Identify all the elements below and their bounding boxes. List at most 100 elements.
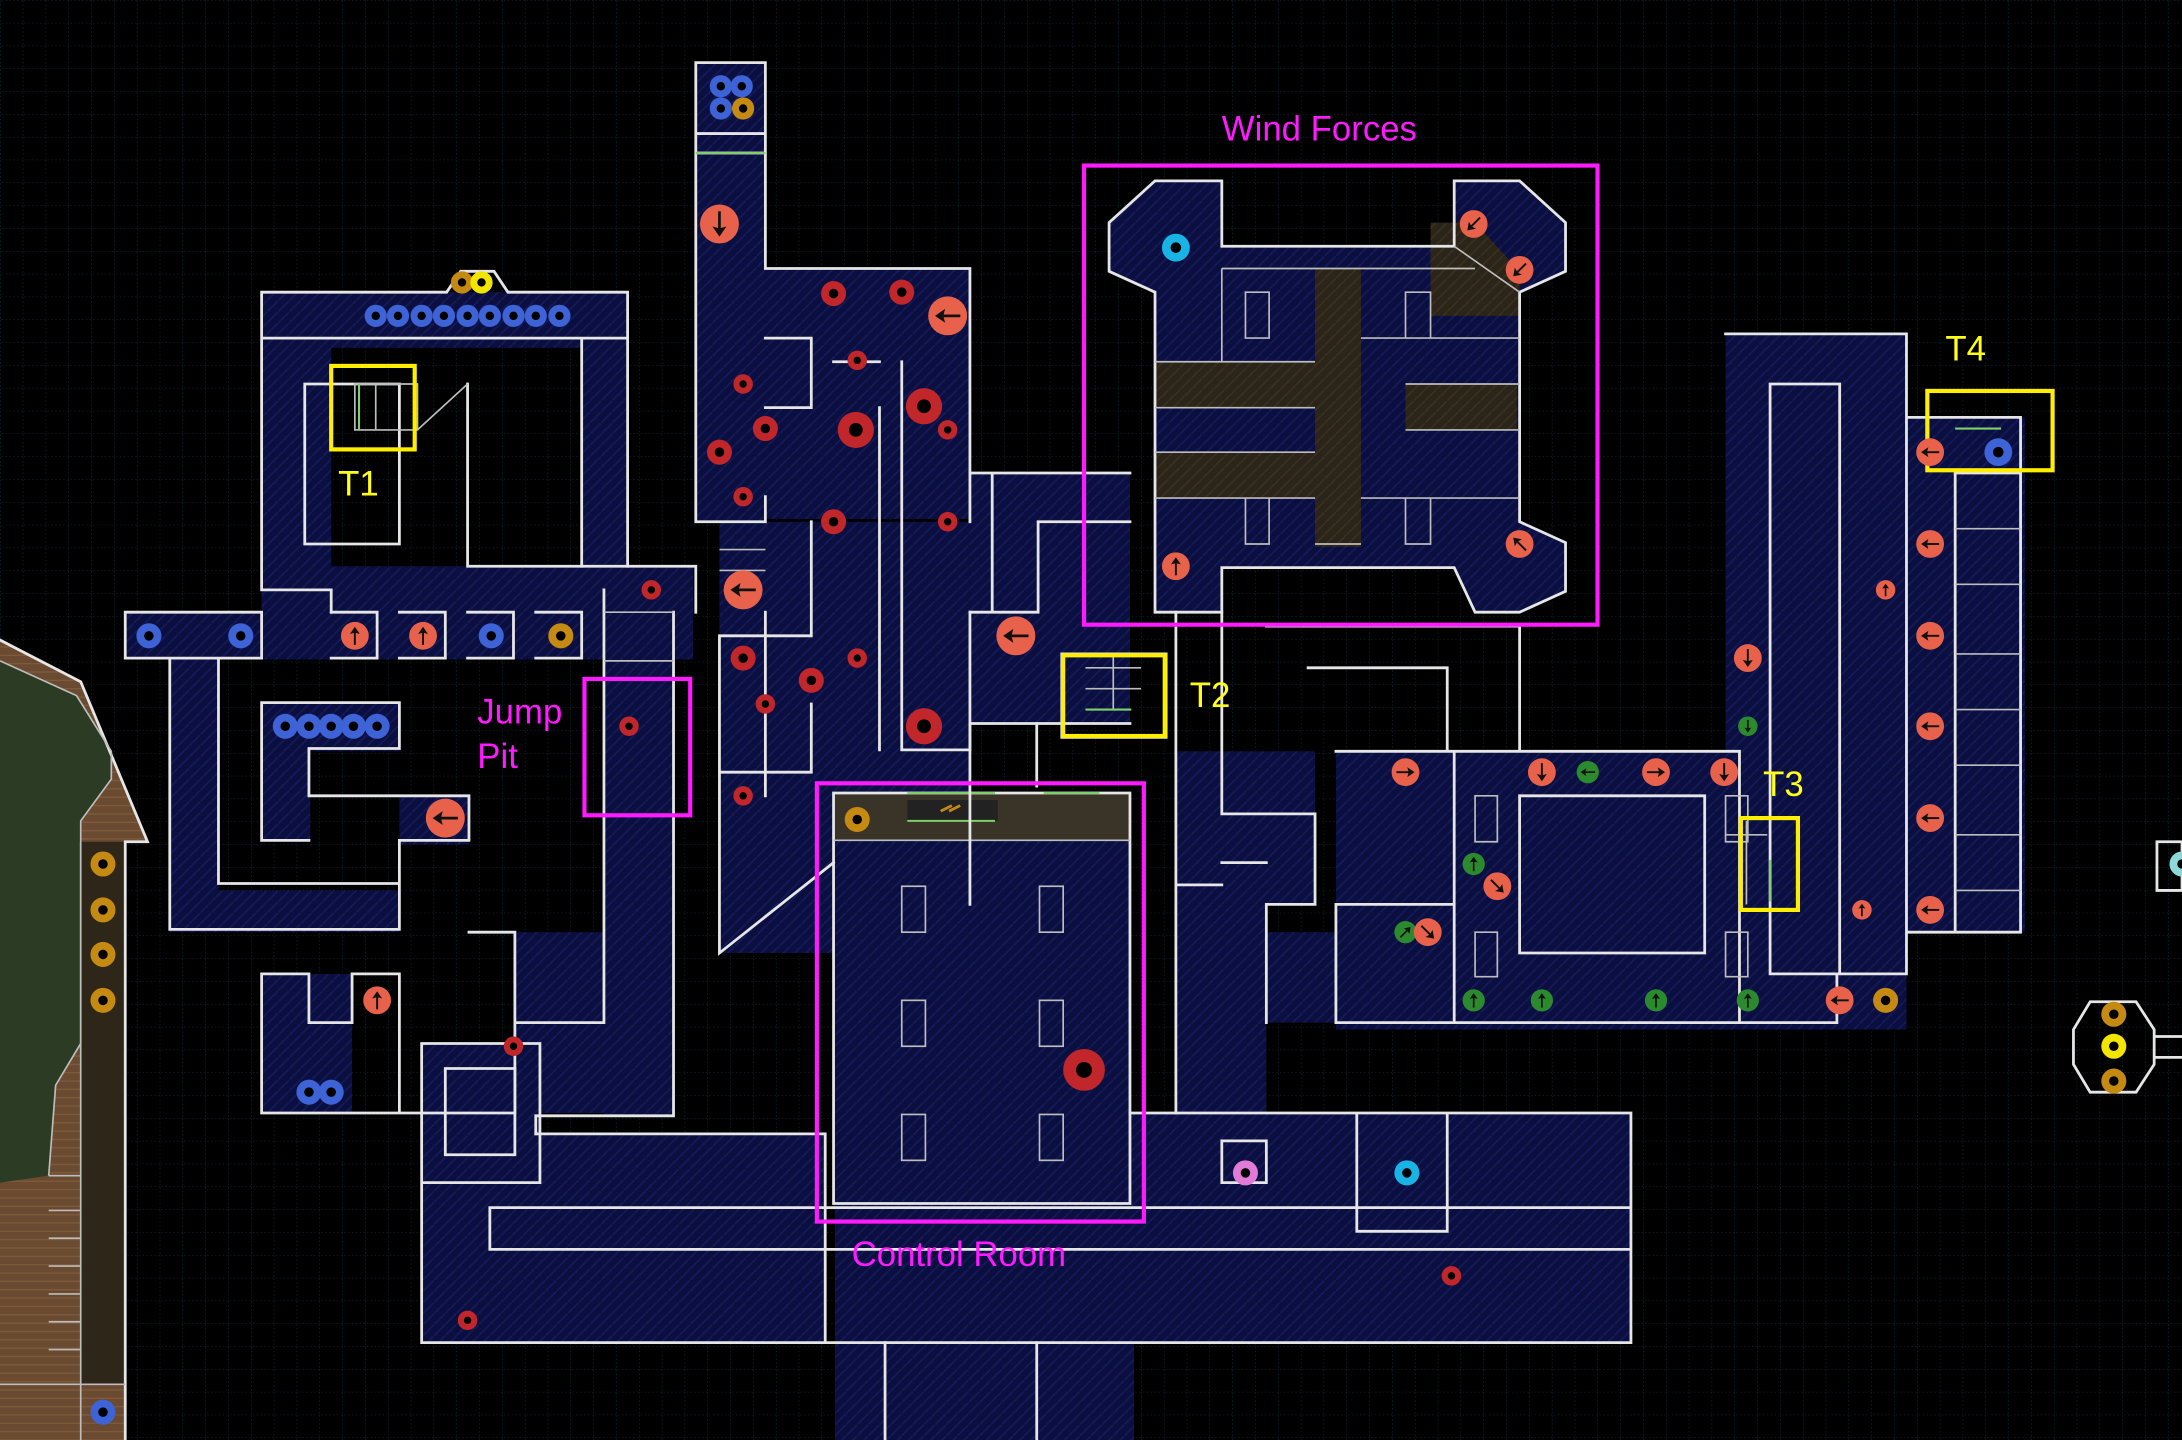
blue-ring-marker[interactable] bbox=[478, 304, 501, 327]
orange-arrow-down-icon[interactable] bbox=[699, 204, 739, 244]
red-ring-marker[interactable] bbox=[798, 667, 824, 693]
gold-ring-marker[interactable] bbox=[844, 806, 870, 832]
green-arrow-up-icon[interactable] bbox=[1462, 989, 1485, 1012]
red-ring-marker[interactable] bbox=[847, 648, 867, 668]
blue-ring-marker[interactable] bbox=[548, 304, 571, 327]
orange-arrow-left-icon[interactable] bbox=[928, 296, 968, 336]
gold-ring-marker[interactable] bbox=[90, 897, 116, 923]
orange-arrow-down-icon[interactable] bbox=[1527, 758, 1556, 787]
gold-ring-marker[interactable] bbox=[450, 271, 474, 294]
gold-ring-marker[interactable] bbox=[90, 941, 116, 967]
red-ring-marker[interactable] bbox=[619, 716, 639, 736]
green-arrow-up-icon[interactable] bbox=[1462, 852, 1485, 876]
blue-ring-marker[interactable] bbox=[296, 1079, 322, 1105]
orange-arrow-left-icon[interactable] bbox=[1916, 438, 1945, 467]
green-arrow-up-icon[interactable] bbox=[1736, 989, 1759, 1012]
gold-ring-marker[interactable] bbox=[90, 851, 116, 877]
red-ring-marker[interactable] bbox=[889, 279, 915, 305]
red-ring-marker[interactable] bbox=[730, 645, 756, 671]
red-ring-marker[interactable] bbox=[457, 1310, 478, 1331]
orange-arrow-left-icon[interactable] bbox=[1916, 530, 1945, 558]
red-ring-marker[interactable] bbox=[1063, 1049, 1105, 1091]
orange-arrow-left-icon[interactable] bbox=[1916, 804, 1945, 832]
teal-ring-marker[interactable] bbox=[2169, 851, 2182, 877]
gold-ring-marker[interactable] bbox=[90, 987, 116, 1013]
orange-arrow-left-icon[interactable] bbox=[1916, 896, 1945, 924]
yellow-ring-marker[interactable] bbox=[470, 271, 493, 294]
orange-arrow-left-icon[interactable] bbox=[996, 616, 1036, 656]
blue-ring-marker[interactable] bbox=[410, 304, 433, 327]
blue-ring-marker[interactable] bbox=[228, 623, 254, 649]
orange-arrow-up-icon[interactable] bbox=[1852, 900, 1872, 920]
orange-arrow-left-icon[interactable] bbox=[1916, 621, 1945, 650]
blue-ring-marker[interactable] bbox=[136, 623, 162, 649]
gold-ring-marker[interactable] bbox=[548, 623, 574, 649]
area-control-room[interactable]: Control Room bbox=[814, 781, 1146, 1274]
orange-arrow-up-icon[interactable] bbox=[363, 986, 392, 1015]
green-arrow-up-icon[interactable] bbox=[1644, 989, 1668, 1012]
blue-ring-marker[interactable] bbox=[478, 623, 504, 649]
orange-arrow-left-icon[interactable] bbox=[425, 798, 465, 838]
yellow-ring-marker[interactable] bbox=[2101, 1033, 2127, 1059]
red-ring-marker[interactable] bbox=[847, 350, 867, 371]
red-ring-marker[interactable] bbox=[752, 416, 778, 442]
blue-ring-marker[interactable] bbox=[318, 1079, 344, 1105]
red-ring-marker[interactable] bbox=[733, 486, 753, 507]
teleport-t4[interactable]: T4 bbox=[1925, 330, 2055, 473]
red-ring-marker[interactable] bbox=[706, 439, 732, 465]
teleport-t2[interactable]: T2 bbox=[1061, 653, 1230, 739]
red-ring-marker[interactable] bbox=[937, 512, 958, 532]
teleport-t3[interactable]: T3 bbox=[1738, 766, 1804, 912]
red-ring-marker[interactable] bbox=[503, 1036, 524, 1056]
red-ring-marker[interactable] bbox=[937, 420, 958, 440]
blue-ring-marker[interactable] bbox=[90, 1399, 116, 1425]
orange-arrow-up-left-icon[interactable] bbox=[1505, 530, 1534, 558]
orange-arrow-up-icon[interactable] bbox=[1875, 580, 1896, 600]
red-ring-marker[interactable] bbox=[837, 411, 874, 448]
blue-ring-marker[interactable] bbox=[730, 75, 753, 98]
blue-ring-marker[interactable] bbox=[296, 713, 322, 739]
blue-ring-marker[interactable] bbox=[709, 75, 732, 98]
orange-arrow-down-left-icon[interactable] bbox=[1505, 256, 1534, 284]
orange-arrow-left-icon[interactable] bbox=[1916, 712, 1945, 741]
red-ring-marker[interactable] bbox=[821, 281, 847, 307]
orange-arrow-up-icon[interactable] bbox=[409, 621, 437, 650]
orange-arrow-left-icon[interactable] bbox=[723, 570, 763, 610]
red-ring-marker[interactable] bbox=[1441, 1266, 1462, 1286]
blue-ring-marker[interactable] bbox=[318, 713, 344, 739]
cyan-ring-marker[interactable] bbox=[1161, 233, 1190, 262]
red-ring-marker[interactable] bbox=[905, 388, 943, 425]
blue-ring-marker[interactable] bbox=[340, 713, 366, 739]
area-wind-forces[interactable]: Wind Forces bbox=[1081, 111, 1600, 627]
red-ring-marker[interactable] bbox=[905, 708, 943, 745]
blue-ring-marker[interactable] bbox=[386, 304, 410, 327]
blue-ring-marker[interactable] bbox=[502, 304, 525, 327]
orange-arrow-down-right-icon[interactable] bbox=[1483, 872, 1512, 901]
blue-ring-marker[interactable] bbox=[432, 304, 456, 327]
orange-arrow-right-icon[interactable] bbox=[1391, 758, 1420, 787]
area-jump-pit[interactable]: Jump Pit bbox=[477, 676, 693, 818]
green-arrow-up-right-icon[interactable] bbox=[1394, 921, 1417, 944]
red-ring-marker[interactable] bbox=[733, 374, 753, 394]
teleport-t1[interactable]: T1 bbox=[329, 363, 417, 503]
orange-arrow-right-icon[interactable] bbox=[1642, 758, 1670, 787]
red-ring-marker[interactable] bbox=[641, 580, 662, 600]
orange-arrow-down-icon[interactable] bbox=[1733, 644, 1762, 672]
red-ring-marker[interactable] bbox=[755, 694, 776, 714]
orange-arrow-up-icon[interactable] bbox=[340, 621, 369, 650]
gold-ring-marker[interactable] bbox=[731, 97, 755, 120]
red-ring-marker[interactable] bbox=[821, 509, 847, 535]
cyan-ring-marker[interactable] bbox=[1394, 1160, 1420, 1186]
gold-ring-marker[interactable] bbox=[1873, 987, 1899, 1013]
gold-ring-marker[interactable] bbox=[2101, 1001, 2127, 1027]
orange-arrow-up-icon[interactable] bbox=[1161, 552, 1190, 581]
red-ring-marker[interactable] bbox=[733, 786, 753, 806]
pink-ring-marker[interactable] bbox=[1232, 1160, 1258, 1186]
green-arrow-down-icon[interactable] bbox=[1738, 716, 1758, 736]
green-arrow-left-icon[interactable] bbox=[1576, 761, 1599, 784]
gold-ring-marker[interactable] bbox=[2101, 1068, 2127, 1094]
orange-arrow-down-right-icon[interactable] bbox=[1413, 918, 1442, 947]
blue-ring-marker[interactable] bbox=[1984, 438, 2013, 467]
blue-ring-marker[interactable] bbox=[364, 713, 390, 739]
